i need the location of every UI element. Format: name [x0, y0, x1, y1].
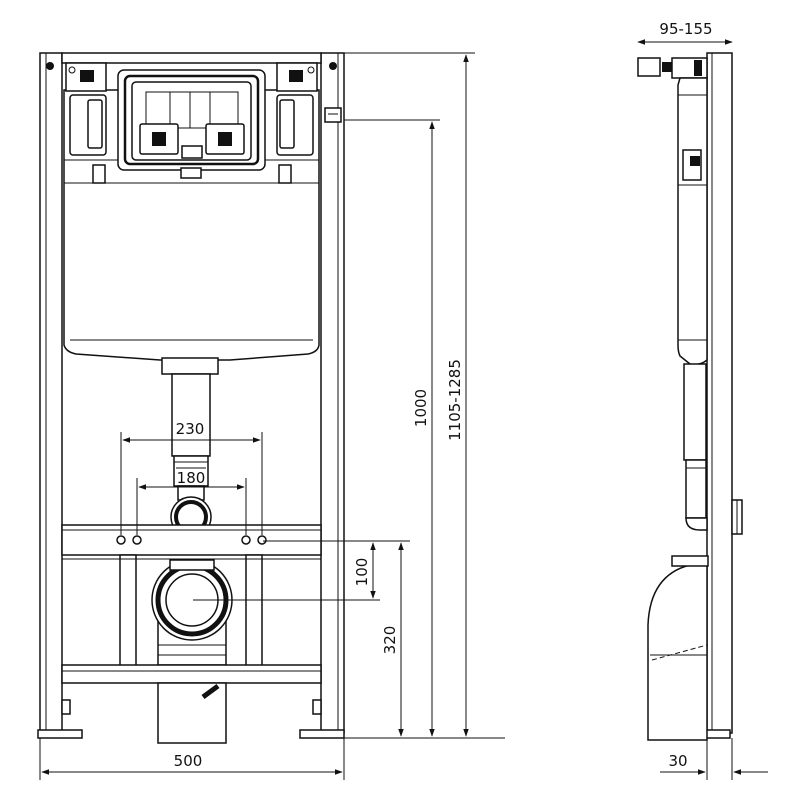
dim-pipe-spacing-outer: 230 — [120, 420, 263, 535]
front-view — [37, 52, 345, 744]
mount-hole-right — [329, 62, 337, 70]
left-foot — [37, 729, 83, 739]
dim-total-height-label: 1105-1285 — [446, 359, 464, 441]
dim-outlet-height: 320 — [381, 542, 404, 737]
support-bar-right — [245, 554, 263, 668]
dim-frame-width: 500 — [39, 738, 345, 780]
cistern — [63, 62, 342, 361]
mounting-rail — [61, 524, 322, 556]
dim-total-height: 1105-1285 — [446, 54, 469, 737]
label-sticker — [324, 107, 342, 123]
dim-pipe-spacing-outer-label: 230 — [176, 420, 205, 438]
dim-pipe-spacing-inner-label: 180 — [177, 469, 206, 487]
drain-elbow-side — [647, 564, 708, 741]
dim-wall-offset: 30 — [660, 738, 768, 780]
dim-side-depth-label: 95-155 — [659, 20, 712, 38]
dim-side-depth: 95-155 — [637, 20, 733, 45]
side-view — [637, 52, 743, 741]
mount-hole-left — [46, 62, 54, 70]
top-rail — [61, 52, 322, 64]
drain-outlet — [151, 559, 233, 666]
dim-bolt-height-label: 100 — [353, 558, 371, 587]
bottom-sleeve — [157, 682, 227, 744]
water-inlet — [637, 57, 661, 77]
right-foot — [299, 729, 345, 739]
left-frame-post — [39, 52, 63, 734]
support-bar-left — [119, 554, 137, 668]
dim-outlet-height-label: 320 — [381, 626, 399, 655]
cistern-side — [677, 77, 708, 366]
dim-wall-offset-label: 30 — [668, 752, 687, 770]
dim-pipe-spacing-inner: 180 — [136, 469, 247, 535]
dim-frame-height: 1000 — [412, 121, 435, 737]
flush-pipe — [161, 357, 219, 538]
dim-bolt-height: 100 — [353, 542, 376, 599]
side-frame — [706, 52, 733, 734]
dim-frame-width-label: 500 — [174, 752, 203, 770]
dim-frame-height-label: 1000 — [412, 389, 430, 427]
bottom-rail — [61, 664, 322, 684]
right-frame-post — [320, 52, 345, 734]
